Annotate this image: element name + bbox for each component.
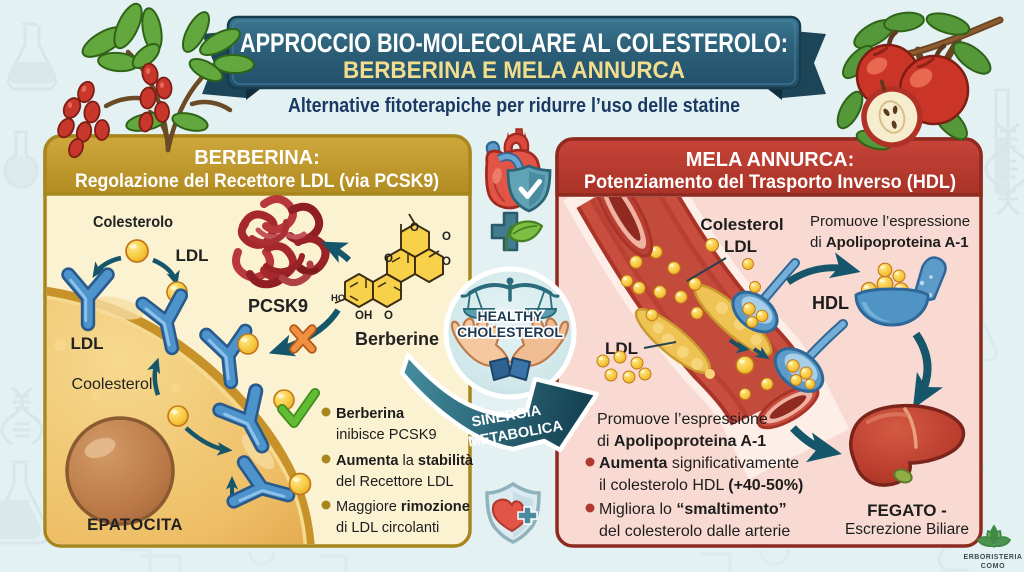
svg-text:Maggiore rimozione: Maggiore rimozione: [336, 499, 470, 515]
svg-text:Regolazione del Recettore LDL: Regolazione del Recettore LDL (via PCSK9…: [75, 171, 439, 192]
svg-text:il colesterolo HDL (+40-50%): il colesterolo HDL (+40-50%): [599, 477, 803, 494]
svg-text:ERBORISTERIA: ERBORISTERIA: [964, 554, 1023, 561]
svg-text:Alternative fitoterapiche per: Alternative fitoterapiche per ridurre l’…: [288, 95, 740, 117]
svg-text:Escrezione Biliare: Escrezione Biliare: [845, 521, 969, 538]
svg-text:LDL: LDL: [724, 237, 757, 256]
svg-text:O: O: [442, 256, 451, 268]
svg-text:Coolesterol: Coolesterol: [72, 376, 153, 393]
svg-text:di Apolipoproteina A-1: di Apolipoproteina A-1: [810, 234, 969, 251]
svg-text:inibisce PCSK9: inibisce PCSK9: [336, 427, 437, 443]
svg-text:FEGATO -: FEGATO -: [867, 501, 947, 520]
svg-text:di Apolipoproteina A-1: di Apolipoproteina A-1: [597, 433, 766, 450]
svg-text:Colesterol: Colesterol: [700, 215, 783, 234]
svg-text:LDL: LDL: [175, 246, 208, 265]
svg-text:O: O: [410, 222, 419, 234]
svg-text:O: O: [442, 231, 451, 243]
svg-text:APPROCCIO BIO-MOLECOLARE AL CO: APPROCCIO BIO-MOLECOLARE AL COLESTEROLO:: [240, 28, 788, 58]
svg-text:Berberine: Berberine: [355, 329, 439, 349]
svg-text:Promuove l’espressione: Promuove l’espressione: [597, 411, 768, 428]
svg-text:LDL: LDL: [605, 339, 638, 358]
svg-text:del colesterolo dalle arterie: del colesterolo dalle arterie: [599, 523, 790, 540]
svg-text:di LDL circolanti: di LDL circolanti: [336, 520, 439, 536]
svg-text:BERBERINA E MELA ANNURCA: BERBERINA E MELA ANNURCA: [343, 57, 685, 84]
svg-text:O: O: [384, 253, 393, 265]
svg-text:Aumenta significativamente: Aumenta significativamente: [599, 455, 799, 472]
svg-text:OH: OH: [355, 310, 372, 322]
svg-text:Migliora lo “smaltimento”: Migliora lo “smaltimento”: [599, 501, 787, 518]
svg-text:Colesterolo: Colesterolo: [93, 214, 173, 231]
svg-text:Potenziamento del Trasporto In: Potenziamento del Trasporto Inverso (HDL…: [584, 172, 956, 193]
svg-text:Aumenta la stabilità: Aumenta la stabilità: [336, 453, 474, 469]
svg-text:Promuove l’espressione: Promuove l’espressione: [810, 213, 970, 230]
svg-text:CHOLESTEROL: CHOLESTEROL: [457, 324, 563, 340]
svg-text:HO: HO: [331, 293, 345, 304]
svg-text:LDL: LDL: [70, 334, 103, 353]
svg-text:Berberina: Berberina: [336, 406, 405, 422]
svg-text:del Recettore LDL: del Recettore LDL: [336, 474, 454, 490]
svg-text:COMO: COMO: [981, 563, 1006, 570]
svg-text:MELA ANNURCA:: MELA ANNURCA:: [686, 149, 855, 171]
svg-text:BERBERINA:: BERBERINA:: [194, 147, 320, 169]
svg-text:HDL: HDL: [812, 293, 849, 313]
svg-text:HEALTHY: HEALTHY: [477, 308, 543, 324]
svg-text:O: O: [384, 310, 393, 322]
svg-text:PCSK9: PCSK9: [248, 296, 308, 316]
svg-text:EPATOCITA: EPATOCITA: [87, 516, 183, 534]
